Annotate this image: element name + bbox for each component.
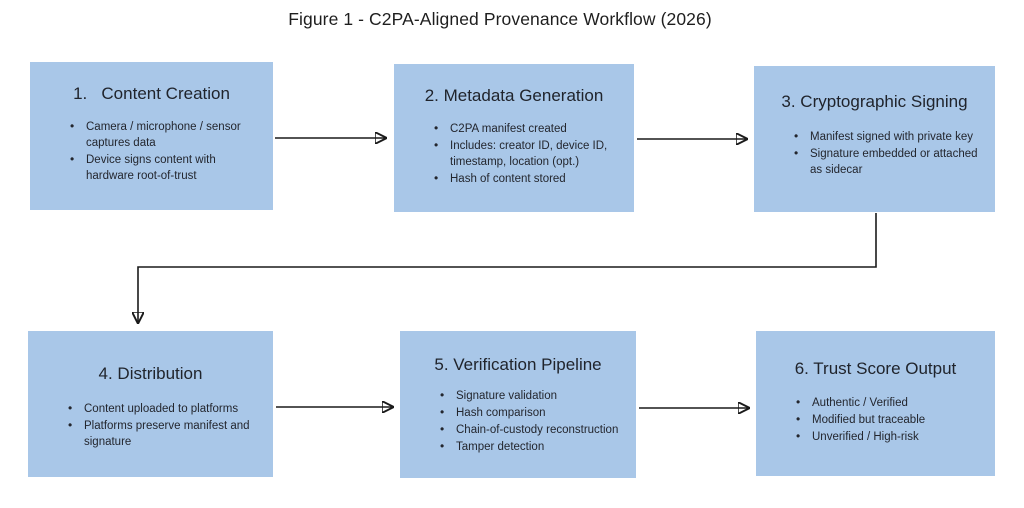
node-heading: 1. Content Creation — [73, 84, 230, 103]
node-heading: 6. Trust Score Output — [794, 359, 957, 378]
node-bullet-list: Signature validation Hash comparison Cha… — [400, 375, 636, 455]
node-bullet-list: Authentic / Verified Modified but tracea… — [756, 379, 995, 445]
bullet-item: Manifest signed with private key — [794, 128, 987, 145]
bullet-item: Unverified / High-risk — [796, 428, 987, 445]
node-bullet-list: Manifest signed with private key Signatu… — [754, 112, 995, 178]
node-heading: 3. Cryptographic Signing — [781, 92, 968, 111]
bullet-item: Chain-of-custody reconstruction — [440, 421, 628, 438]
arrow-cryptographic-signing-to-distribution — [138, 213, 877, 322]
node-distribution: 4. Distribution Content uploaded to plat… — [28, 331, 273, 477]
bullet-item: Content uploaded to platforms — [68, 400, 265, 417]
bullet-item: Hash of content stored — [434, 170, 626, 187]
bullet-item: Signature validation — [440, 387, 628, 404]
bullet-item: Includes: creator ID, device ID, timesta… — [434, 137, 626, 170]
bullet-item: Platforms preserve manifest and signatur… — [68, 417, 265, 450]
node-content-creation: 1. Content Creation Camera / microphone … — [30, 62, 273, 210]
bullet-item: Authentic / Verified — [796, 394, 987, 411]
bullet-item: Device signs content with hardware root-… — [70, 151, 265, 184]
node-heading: 4. Distribution — [98, 364, 203, 383]
node-heading: 5. Verification Pipeline — [434, 355, 602, 374]
figure-title: Figure 1 - C2PA-Aligned Provenance Workf… — [288, 9, 712, 29]
node-bullet-list: Camera / microphone / sensor captures da… — [30, 104, 273, 184]
node-metadata-generation: 2. Metadata Generation C2PA manifest cre… — [394, 64, 634, 212]
bullet-item: C2PA manifest created — [434, 120, 626, 137]
node-bullet-list: Content uploaded to platforms Platforms … — [28, 384, 273, 450]
node-cryptographic-signing: 3. Cryptographic Signing Manifest signed… — [754, 66, 995, 212]
bullet-item: Hash comparison — [440, 404, 628, 421]
bullet-item: Tamper detection — [440, 438, 628, 455]
node-trust-score-output: 6. Trust Score Output Authentic / Verifi… — [756, 331, 995, 476]
bullet-item: Signature embedded or attached as sideca… — [794, 145, 987, 178]
node-verification-pipeline: 5. Verification Pipeline Signature valid… — [400, 331, 636, 478]
node-heading: 2. Metadata Generation — [424, 86, 604, 105]
node-bullet-list: C2PA manifest created Includes: creator … — [394, 106, 634, 187]
bullet-item: Modified but traceable — [796, 411, 987, 428]
bullet-item: Camera / microphone / sensor captures da… — [70, 118, 265, 151]
